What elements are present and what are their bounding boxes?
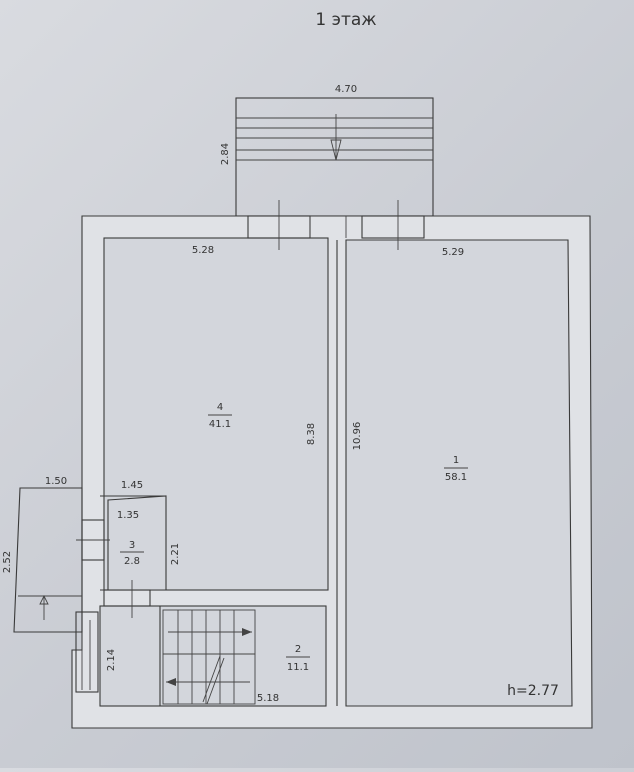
room-1-width-label: 5.29	[442, 247, 464, 258]
vestibule: 1.50 2.52	[2, 476, 83, 633]
room-2-width-label: 5.18	[257, 693, 279, 704]
room-2-length-label: 2.14	[106, 649, 117, 671]
room-3-inner-width-label: 1.35	[117, 510, 139, 521]
vestibule-depth-label: 2.52	[2, 551, 13, 573]
porch-width-label: 4.70	[335, 84, 357, 95]
room-4-width-label: 5.28	[192, 245, 214, 256]
main-building	[71, 200, 593, 729]
interior-stairs	[162, 609, 256, 705]
room-1-number: 1	[453, 455, 459, 466]
room-4-length-label: 8.38	[306, 423, 317, 445]
room-2	[99, 605, 327, 707]
entrance-door-right	[361, 215, 425, 239]
vestibule-width-label: 1.50	[45, 476, 67, 487]
ceiling-height-label: h=2.77	[507, 683, 559, 699]
room-1-area: 58.1	[445, 472, 467, 483]
room-2-number: 2	[295, 644, 301, 655]
porch-depth-label: 2.84	[220, 143, 231, 165]
room-3-number: 3	[129, 540, 135, 551]
room-3-length-label: 2.21	[170, 543, 181, 565]
room-1	[345, 239, 573, 707]
porch: 4.70 2.84	[220, 84, 434, 217]
porch-arrow-head	[330, 139, 342, 161]
room-4-number: 4	[217, 402, 223, 413]
room-2-area: 11.1	[287, 662, 309, 673]
room-4-area: 41.1	[209, 419, 231, 430]
room-3-area: 2.8	[124, 556, 140, 567]
room-1-length-label: 10.96	[352, 422, 363, 451]
plan-title: 1 этаж	[315, 10, 376, 30]
room-3-outer-width-label: 1.45	[121, 480, 143, 491]
room-3-door	[103, 589, 151, 607]
